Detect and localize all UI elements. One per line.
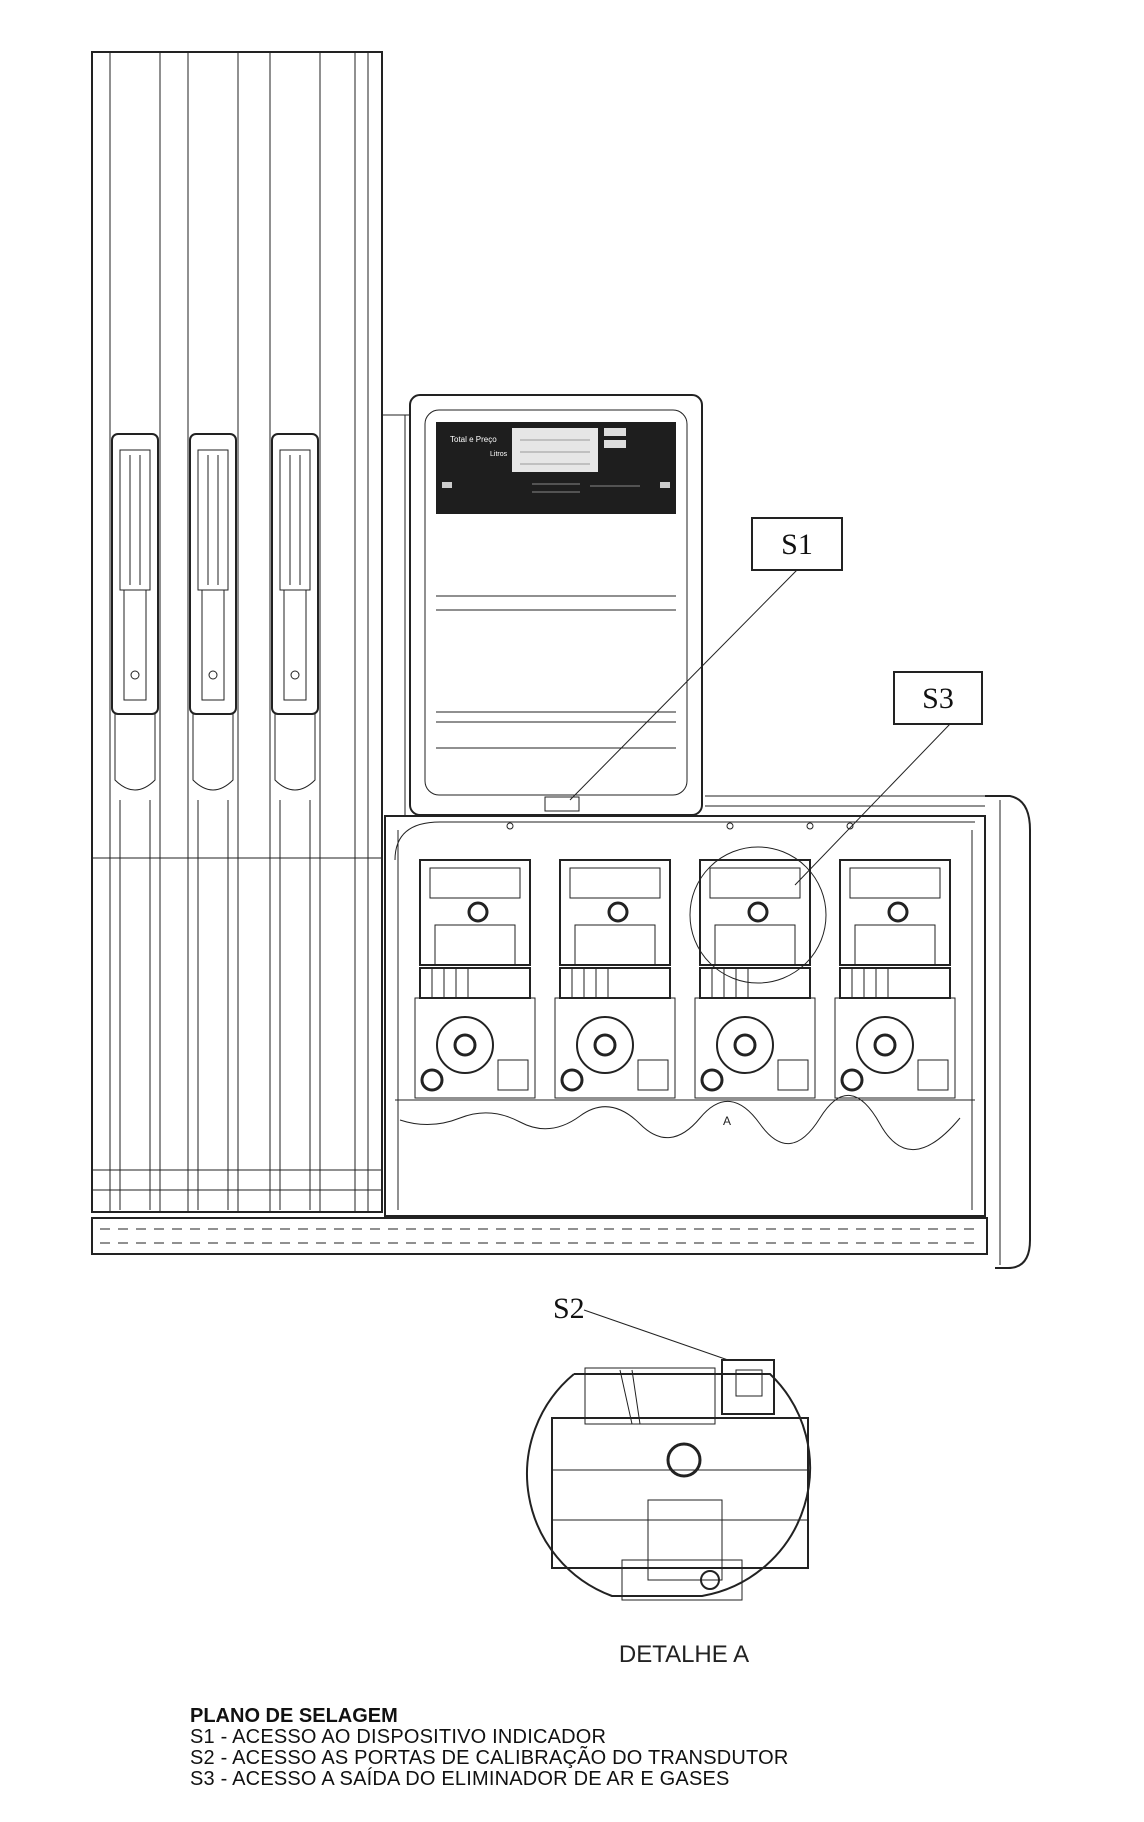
display-seal-point [544,796,580,812]
detail-a-circle [689,846,827,984]
legend-item-s1: S1 - ACESSO AO DISPOSITIVO INDICADOR [190,1726,607,1748]
legend-item-s3: S3 - ACESSO A SAÍDA DO ELIMINADOR DE AR … [190,1768,730,1790]
meter-4 [834,859,956,1099]
nozzle-2 [189,433,237,1210]
base-plate [91,1217,988,1255]
callout-s2-label: S2 [553,1292,585,1325]
nozzle-column [91,51,383,1213]
meter-1 [414,859,536,1099]
nozzle-3 [271,433,319,1210]
nozzle-1 [111,433,159,1210]
meter-3 [689,846,827,1099]
callout-s3-label: S3 [922,682,954,715]
callout-s1: S1 [569,517,843,801]
sealing-plan-legend: PLANO DE SELAGEM S1 - ACESSO AO DISPOSIT… [190,1706,788,1790]
detail-a-caption: DETALHE A [619,1641,749,1668]
hydraulic-cabinet: A [384,795,1031,1269]
detail-marker: A [723,1114,731,1128]
callout-s3: S3 [794,671,983,886]
legend-item-s2: S2 - ACESSO AS PORTAS DE CALIBRAÇÃO DO T… [190,1747,789,1769]
callout-s1-label: S1 [781,528,813,561]
display-unit-text: Litros [490,451,508,458]
display-head: Total e Preço Litros [382,394,703,816]
display-brand-text: Total e Preço [450,435,497,444]
detail-a-view: S2 DETALHE A [526,1292,812,1668]
legend-title: PLANO DE SELAGEM [190,1705,398,1727]
meter-2 [554,859,676,1099]
